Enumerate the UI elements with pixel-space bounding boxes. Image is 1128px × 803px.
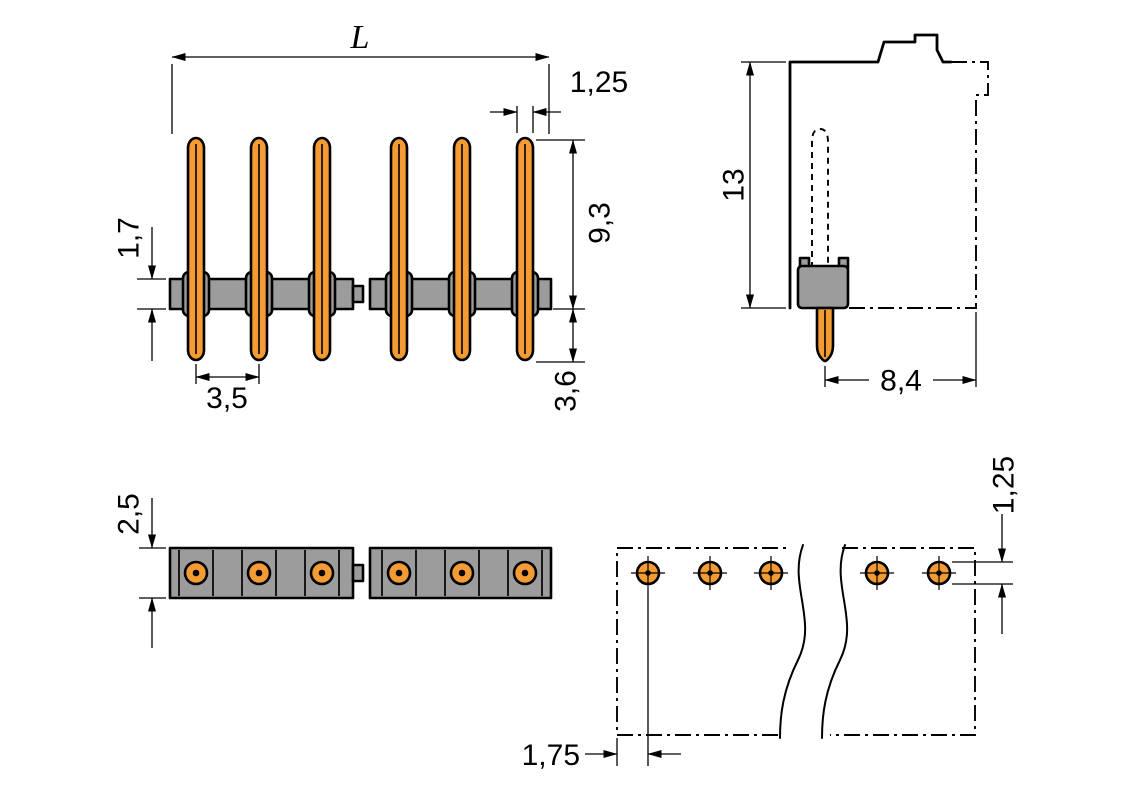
pcb-outline-phantom xyxy=(616,547,976,736)
mating-connector-phantom-outline xyxy=(848,61,989,309)
pin-hole xyxy=(309,560,335,586)
mating-connector-outline xyxy=(788,33,953,310)
side-view: 13 8,4 xyxy=(718,33,989,398)
drill-holes xyxy=(631,556,956,590)
hidden-pin-line xyxy=(811,128,829,268)
dim-pin-width: 1,25 xyxy=(490,66,628,133)
pin xyxy=(186,136,206,362)
dim-edge-offset: 1,75 xyxy=(522,590,681,772)
pin-hole xyxy=(386,560,412,586)
pin-holes-top xyxy=(183,560,538,586)
dim-label-length: L xyxy=(350,19,370,56)
pin xyxy=(452,136,472,362)
break-line xyxy=(821,544,849,739)
top-view: 2,5 xyxy=(113,493,553,648)
footprint-view: 1,75 1,25 xyxy=(522,456,1021,772)
dim-solder-length: 3,6 xyxy=(536,308,585,412)
dim-label-strip-width: 2,5 xyxy=(113,493,146,535)
pins xyxy=(186,136,535,362)
break-line xyxy=(779,544,807,739)
dim-depth: 8,4 xyxy=(824,312,977,398)
dim-label-height: 13 xyxy=(718,168,751,201)
dim-label-pitch: 3,5 xyxy=(206,382,248,415)
dim-height: 13 xyxy=(718,61,786,309)
dim-label-solder-length: 3,6 xyxy=(550,370,583,412)
dim-label-pin-height: 9,3 xyxy=(584,202,617,244)
drill-hole xyxy=(860,556,894,590)
drill-hole xyxy=(922,556,956,590)
front-view: L 1,25 9,3 1,7 xyxy=(113,19,629,415)
pin xyxy=(249,136,269,362)
dim-pin-height: 9,3 xyxy=(536,139,617,310)
dim-label-edge-offset: 1,75 xyxy=(522,739,580,772)
strip-cross-section xyxy=(796,264,850,310)
pin-hole xyxy=(183,560,209,586)
pin xyxy=(312,136,332,362)
pin xyxy=(389,136,409,362)
pin-hole xyxy=(246,560,272,586)
dim-label-depth: 8,4 xyxy=(880,365,922,398)
pin-hole xyxy=(512,560,538,586)
knurl-lines xyxy=(178,550,543,596)
dim-strip-thickness: 1,7 xyxy=(113,217,166,361)
dim-pitch: 3,5 xyxy=(195,364,260,415)
dim-length: L xyxy=(171,19,550,134)
drill-hole xyxy=(631,556,665,590)
dim-label-hole-diameter: 1,25 xyxy=(988,456,1021,514)
pin xyxy=(515,136,535,362)
strip-joint-tab xyxy=(351,284,365,304)
drill-hole xyxy=(754,556,788,590)
dim-label-pin-width: 1,25 xyxy=(570,66,628,99)
strip-joint-tab xyxy=(351,563,365,583)
dim-hole-diameter: 1,25 xyxy=(952,456,1021,634)
dim-strip-width: 2,5 xyxy=(113,493,166,648)
pin-hole xyxy=(449,560,475,586)
dim-label-strip-thickness: 1,7 xyxy=(113,217,146,259)
drill-hole xyxy=(693,556,727,590)
